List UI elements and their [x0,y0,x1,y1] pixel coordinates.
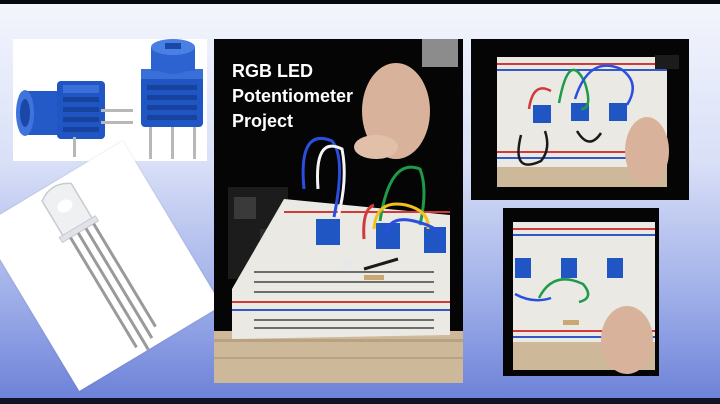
potentiometer-side-view [16,81,133,157]
main-title: RGB LED Potentiometer Project [232,59,392,134]
main-project-photo: RGB LED Potentiometer Project [214,39,463,383]
breadboard-photo-bottom-right [503,208,659,376]
rgb-led-illustration [41,182,157,351]
rgb-led-product-photo [0,140,222,392]
title-line-2: Potentiometer [232,86,354,106]
breadboard-scene-bottom-right [503,208,659,376]
potentiometer-product-photo [13,39,207,161]
top-border [0,0,720,4]
title-line-1: RGB LED [232,61,313,81]
title-line-3: Project [232,111,294,131]
breadboard-photo-top-right [471,39,689,200]
breadboard-scene-top-right [471,39,689,200]
potentiometer-illustration [16,39,203,159]
potentiometer-upright-view [141,39,203,159]
bottom-border [0,398,720,404]
breadboard-scene [214,39,463,383]
